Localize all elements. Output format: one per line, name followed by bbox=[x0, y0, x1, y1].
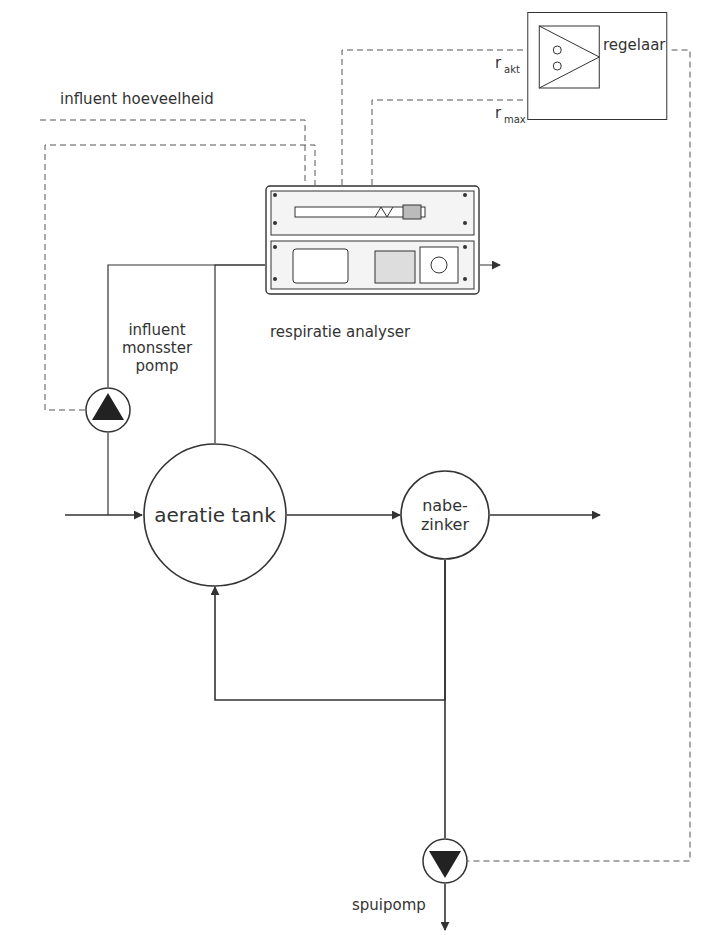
tank-circle: aeratie tank bbox=[143, 443, 287, 587]
signal-line bbox=[468, 50, 690, 861]
flow-line bbox=[215, 560, 445, 700]
node-label: respiratie analyser bbox=[270, 323, 410, 341]
flow-line bbox=[444, 560, 446, 838]
pump-symbol: spuipomp bbox=[422, 838, 468, 884]
influent-line bbox=[65, 514, 142, 516]
sample-line bbox=[107, 433, 108, 515]
signal-label: influent hoeveelheid bbox=[60, 90, 214, 108]
flow-signal bbox=[40, 120, 305, 185]
controller-box: regelaar bbox=[523, 12, 672, 120]
shape-outline bbox=[523, 12, 672, 120]
node-label: spuipomp bbox=[352, 896, 418, 914]
pump-symbol: influent monsster pomp bbox=[85, 387, 131, 433]
analyser-device: respiratie analyser bbox=[265, 185, 480, 295]
effluent-line bbox=[490, 514, 600, 516]
waste-line bbox=[444, 884, 446, 930]
flow-line bbox=[287, 514, 400, 516]
flow-line bbox=[215, 265, 265, 443]
signal-symbol: r bbox=[495, 54, 501, 72]
signal-line bbox=[342, 50, 523, 185]
signal-symbol: r bbox=[495, 104, 501, 122]
signal-line bbox=[45, 145, 315, 410]
shape-outline bbox=[85, 387, 131, 433]
node-label: regelaar bbox=[603, 36, 666, 54]
node-label: influent monsster pomp bbox=[118, 321, 196, 375]
flow-line bbox=[108, 265, 265, 387]
node-label: aeratie tank bbox=[151, 503, 279, 527]
signal-subscript: akt bbox=[504, 64, 520, 75]
signal-subscript: max bbox=[504, 114, 526, 125]
analyser-outlet bbox=[480, 265, 500, 266]
signal-line bbox=[372, 100, 523, 185]
shape-outline bbox=[265, 185, 480, 295]
clarifier-circle: nabe- zinker bbox=[400, 470, 490, 560]
shape-outline bbox=[422, 838, 468, 884]
node-label: nabe- zinker bbox=[414, 496, 476, 534]
